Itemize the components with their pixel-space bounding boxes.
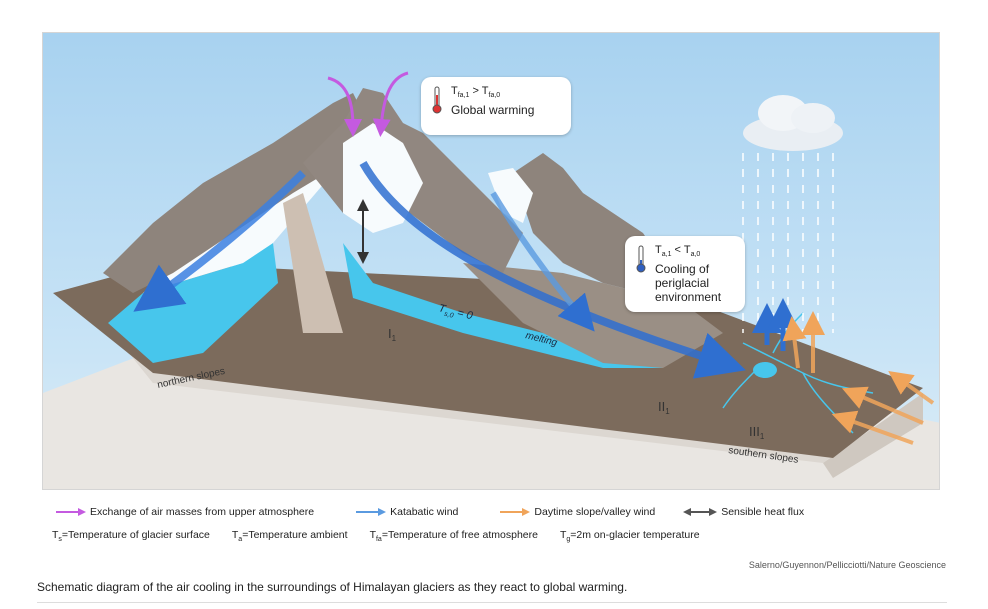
diagram-figure: northern slopes southern slopes I1 II1 I… xyxy=(42,32,940,490)
cooling-label-2: periglacial xyxy=(655,275,710,290)
cooling-callout: Ta,1 < Ta,0 Cooling of periglacial envir… xyxy=(625,236,745,312)
warming-equation: Tfa,1 > Tfa,0 xyxy=(451,85,501,100)
global-warming-callout: Tfa,1 > Tfa,0 Global warming xyxy=(421,77,571,135)
definition-ts: Ts=Temperature of glacier surface xyxy=(52,529,210,544)
slope-wind-arrows xyxy=(782,311,935,445)
arrow-right-icon xyxy=(56,508,86,516)
rain-cloud-icon xyxy=(742,95,843,333)
legend-arrows: Exchange of air masses from upper atmosp… xyxy=(56,506,832,518)
proglacial-lake xyxy=(753,362,777,378)
katabatic-wind-north xyxy=(133,170,306,312)
left-mountain xyxy=(103,93,363,293)
central-ridge-face xyxy=(283,193,343,333)
definition-tfa: Tfa=Temperature of free atmosphere xyxy=(369,529,538,544)
label-surface-temp: Ts,0 = 0 xyxy=(437,302,475,324)
legend-item-exchange: Exchange of air masses from upper atmosp… xyxy=(56,506,314,518)
legend-item-heat-flux: Sensible heat flux xyxy=(683,506,804,518)
katabatic-wind-south-main xyxy=(359,161,746,379)
legend-item-slope-wind: Daytime slope/valley wind xyxy=(500,506,655,518)
cooling-equation: Ta,1 < Ta,0 xyxy=(655,244,701,259)
arrow-right-icon xyxy=(500,508,531,516)
label-zone-3: III1 xyxy=(749,424,765,441)
label-zone-2: II1 xyxy=(658,399,670,416)
definition-ta: Ta=Temperature ambient xyxy=(231,529,348,544)
legend-item-katabatic: Katabatic wind xyxy=(356,506,458,518)
legend-definitions: Ts=Temperature of glacier surface Ta=Tem… xyxy=(52,529,722,543)
label-zone-1: I1 xyxy=(388,326,397,343)
katabatic-wind-south-side xyxy=(490,191,595,332)
double-arrow-icon xyxy=(683,508,718,516)
thermometer-cold-icon xyxy=(636,245,646,273)
figure-caption: Schematic diagram of the air cooling in … xyxy=(37,580,947,603)
image-credit: Salerno/Guyennon/Pellicciotti/Nature Geo… xyxy=(748,560,946,570)
arrow-right-icon xyxy=(356,508,387,516)
air-exchange-arrow-1 xyxy=(327,76,362,137)
warming-label: Global warming xyxy=(451,102,535,117)
cooling-label-1: Cooling of xyxy=(655,261,710,276)
northern-glacier-ice xyxy=(108,243,278,363)
cooling-label-3: environment xyxy=(655,290,722,305)
thermometer-warm-icon xyxy=(432,86,442,114)
air-exchange-arrow-2 xyxy=(372,71,409,137)
definition-tg: Tg=2m on-glacier temperature xyxy=(559,529,700,544)
right-mountain-snow xyxy=(488,168,533,223)
